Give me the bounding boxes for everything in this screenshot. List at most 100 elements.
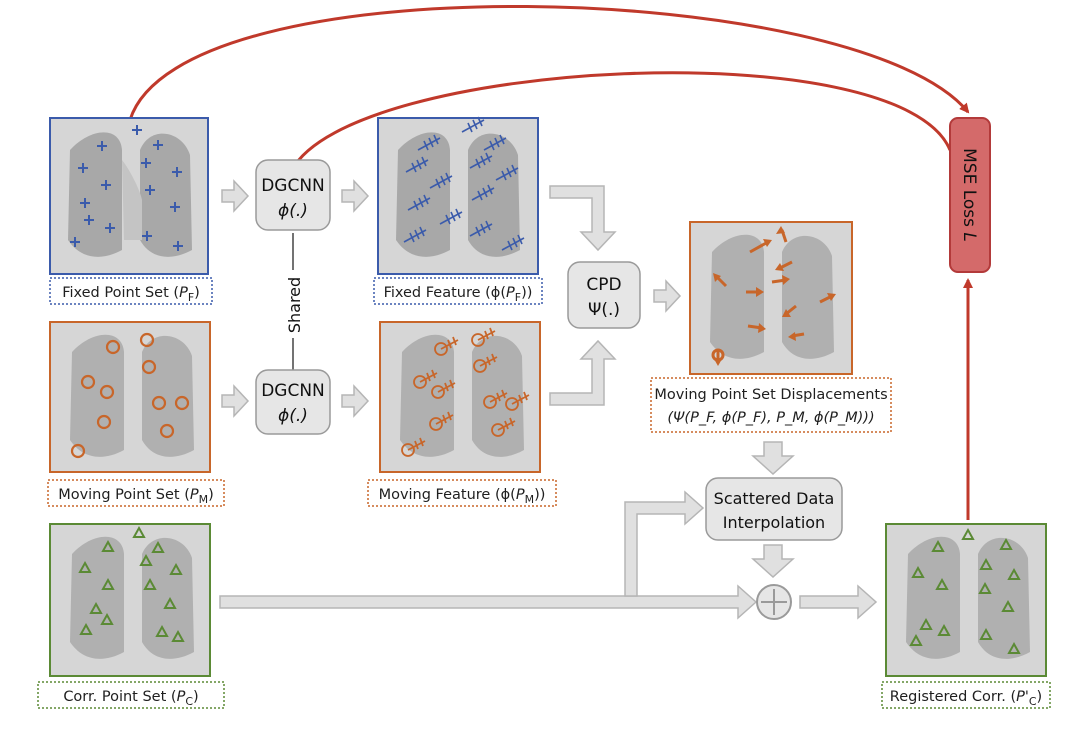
- arrow-sum-to-registered: [799, 584, 878, 620]
- feature-markers: [401, 327, 530, 457]
- corr-point-set-label: Corr. Point Set (PC): [63, 689, 198, 708]
- triangle-icon: [171, 629, 185, 642]
- arrow-corr-to-sum: [219, 584, 758, 620]
- hatched-cross-icon: [495, 164, 519, 181]
- hatched-cross-icon: [431, 379, 456, 399]
- circle-icon: [70, 443, 86, 459]
- feature-markers: [403, 116, 525, 251]
- plus-icon: [105, 223, 115, 233]
- fixed-point-set-panel: [49, 117, 209, 275]
- arrow-moving-to-dgcnn: [221, 384, 250, 418]
- arrow-icon: [788, 332, 805, 341]
- plus-icon: [145, 185, 155, 195]
- sdi-subtitle: Interpolation: [723, 513, 825, 532]
- triangle-icon: [78, 560, 92, 573]
- triangle-icon: [1007, 641, 1021, 654]
- circle-icon: [99, 384, 115, 400]
- hatched-cross-icon: [401, 437, 426, 457]
- triangle-icon: [935, 577, 949, 590]
- triangle-icon: [169, 562, 183, 575]
- registered-markers: [909, 527, 1021, 654]
- hatched-cross-icon: [469, 220, 493, 237]
- hatched-cross-icon: [413, 369, 438, 389]
- circle-icon: [105, 339, 121, 355]
- cpd-func: Ψ(.): [588, 300, 620, 320]
- circled-plus-icon: [756, 584, 792, 620]
- arrow-icon: [776, 226, 788, 243]
- moving-feature-panel: [379, 321, 541, 473]
- hatched-cross-icon: [483, 389, 508, 409]
- displacements-panel: [689, 221, 853, 375]
- plus-icon: [80, 198, 90, 208]
- triangle-icon: [961, 527, 975, 540]
- hatched-cross-icon: [403, 226, 427, 243]
- triangle-icon: [163, 596, 177, 609]
- moving-feature-label-box: [367, 479, 557, 507]
- registered-corr-label-box: [881, 681, 1051, 709]
- hatched-cross-icon: [473, 353, 498, 373]
- fixed-feature-label: Fixed Feature (ϕ(PF)): [384, 285, 533, 304]
- triangle-icon: [978, 581, 992, 594]
- plus-icon: [141, 158, 151, 168]
- mse-loss-node: [949, 117, 991, 273]
- fixed-point-set-label: Fixed Point Set (PF): [62, 285, 200, 304]
- arrow-branch-to-sdi: [624, 490, 705, 597]
- arrow-icon: [746, 287, 764, 297]
- triangle-icon: [1001, 599, 1015, 612]
- triangle-icon: [931, 539, 945, 552]
- triangle-icon: [89, 601, 103, 614]
- dgcnn-bottom-title: DGCNN: [261, 381, 325, 401]
- moving-markers: [70, 332, 190, 459]
- arrow-fixed-feature-to-cpd: [549, 185, 617, 252]
- hatched-cross-icon: [471, 184, 495, 201]
- triangle-icon: [909, 633, 923, 646]
- fixed-point-set-label-box: [49, 277, 213, 305]
- moving-feature-label: Moving Feature (ϕ(PM)): [379, 487, 546, 506]
- triangle-icon: [937, 623, 951, 636]
- plus-icon: [132, 125, 142, 135]
- triangle-icon: [155, 624, 169, 637]
- arrow-cpd-to-displacements: [653, 279, 682, 313]
- displacement-markers: [711, 226, 836, 366]
- triangle-icon: [139, 553, 153, 566]
- dgcnn-bottom-node: [255, 369, 331, 435]
- triangle-icon: [919, 617, 933, 630]
- registered-corr-panel: [885, 523, 1047, 677]
- plus-icon: [101, 180, 111, 190]
- fixed-feature-label-box: [373, 277, 543, 305]
- arrow-moving-feature-to-cpd: [549, 339, 617, 406]
- shared-label: Shared: [285, 277, 304, 333]
- arrow-fixed-to-dgcnn: [221, 179, 250, 213]
- arrow-icon: [782, 304, 797, 317]
- arrow-icon: [711, 348, 725, 366]
- arrow-icon: [819, 293, 836, 304]
- plus-icon: [153, 140, 163, 150]
- plus-icon: [70, 237, 80, 247]
- plus-icon: [97, 141, 107, 151]
- displacements-label-box: [650, 377, 892, 433]
- triangle-icon: [979, 627, 993, 640]
- triangle-icon: [132, 525, 146, 538]
- dgcnn-top-node: [255, 159, 331, 231]
- plus-icon: [170, 202, 180, 212]
- circle-icon: [159, 423, 175, 439]
- triangle-icon: [143, 577, 157, 590]
- triangle-icon: [101, 577, 115, 590]
- loss-to-dgcnn-arrow: [290, 71, 952, 172]
- hatched-cross-icon: [429, 411, 454, 431]
- hatched-cross-icon: [434, 336, 459, 356]
- circle-icon: [174, 395, 190, 411]
- plus-icon: [78, 163, 88, 173]
- cpd-node: [567, 261, 641, 329]
- plus-icon: [172, 167, 182, 177]
- hatched-cross-icon: [505, 391, 530, 411]
- plus-icon: [142, 231, 152, 241]
- fixed-markers: [70, 125, 183, 251]
- arrow-icon: [775, 260, 793, 271]
- plus-icon: [173, 241, 183, 251]
- fixed-feature-panel: [377, 116, 539, 275]
- plus-icon: [84, 215, 94, 225]
- corr-point-set-panel: [49, 523, 211, 677]
- moving-point-set-label-box: [47, 479, 225, 507]
